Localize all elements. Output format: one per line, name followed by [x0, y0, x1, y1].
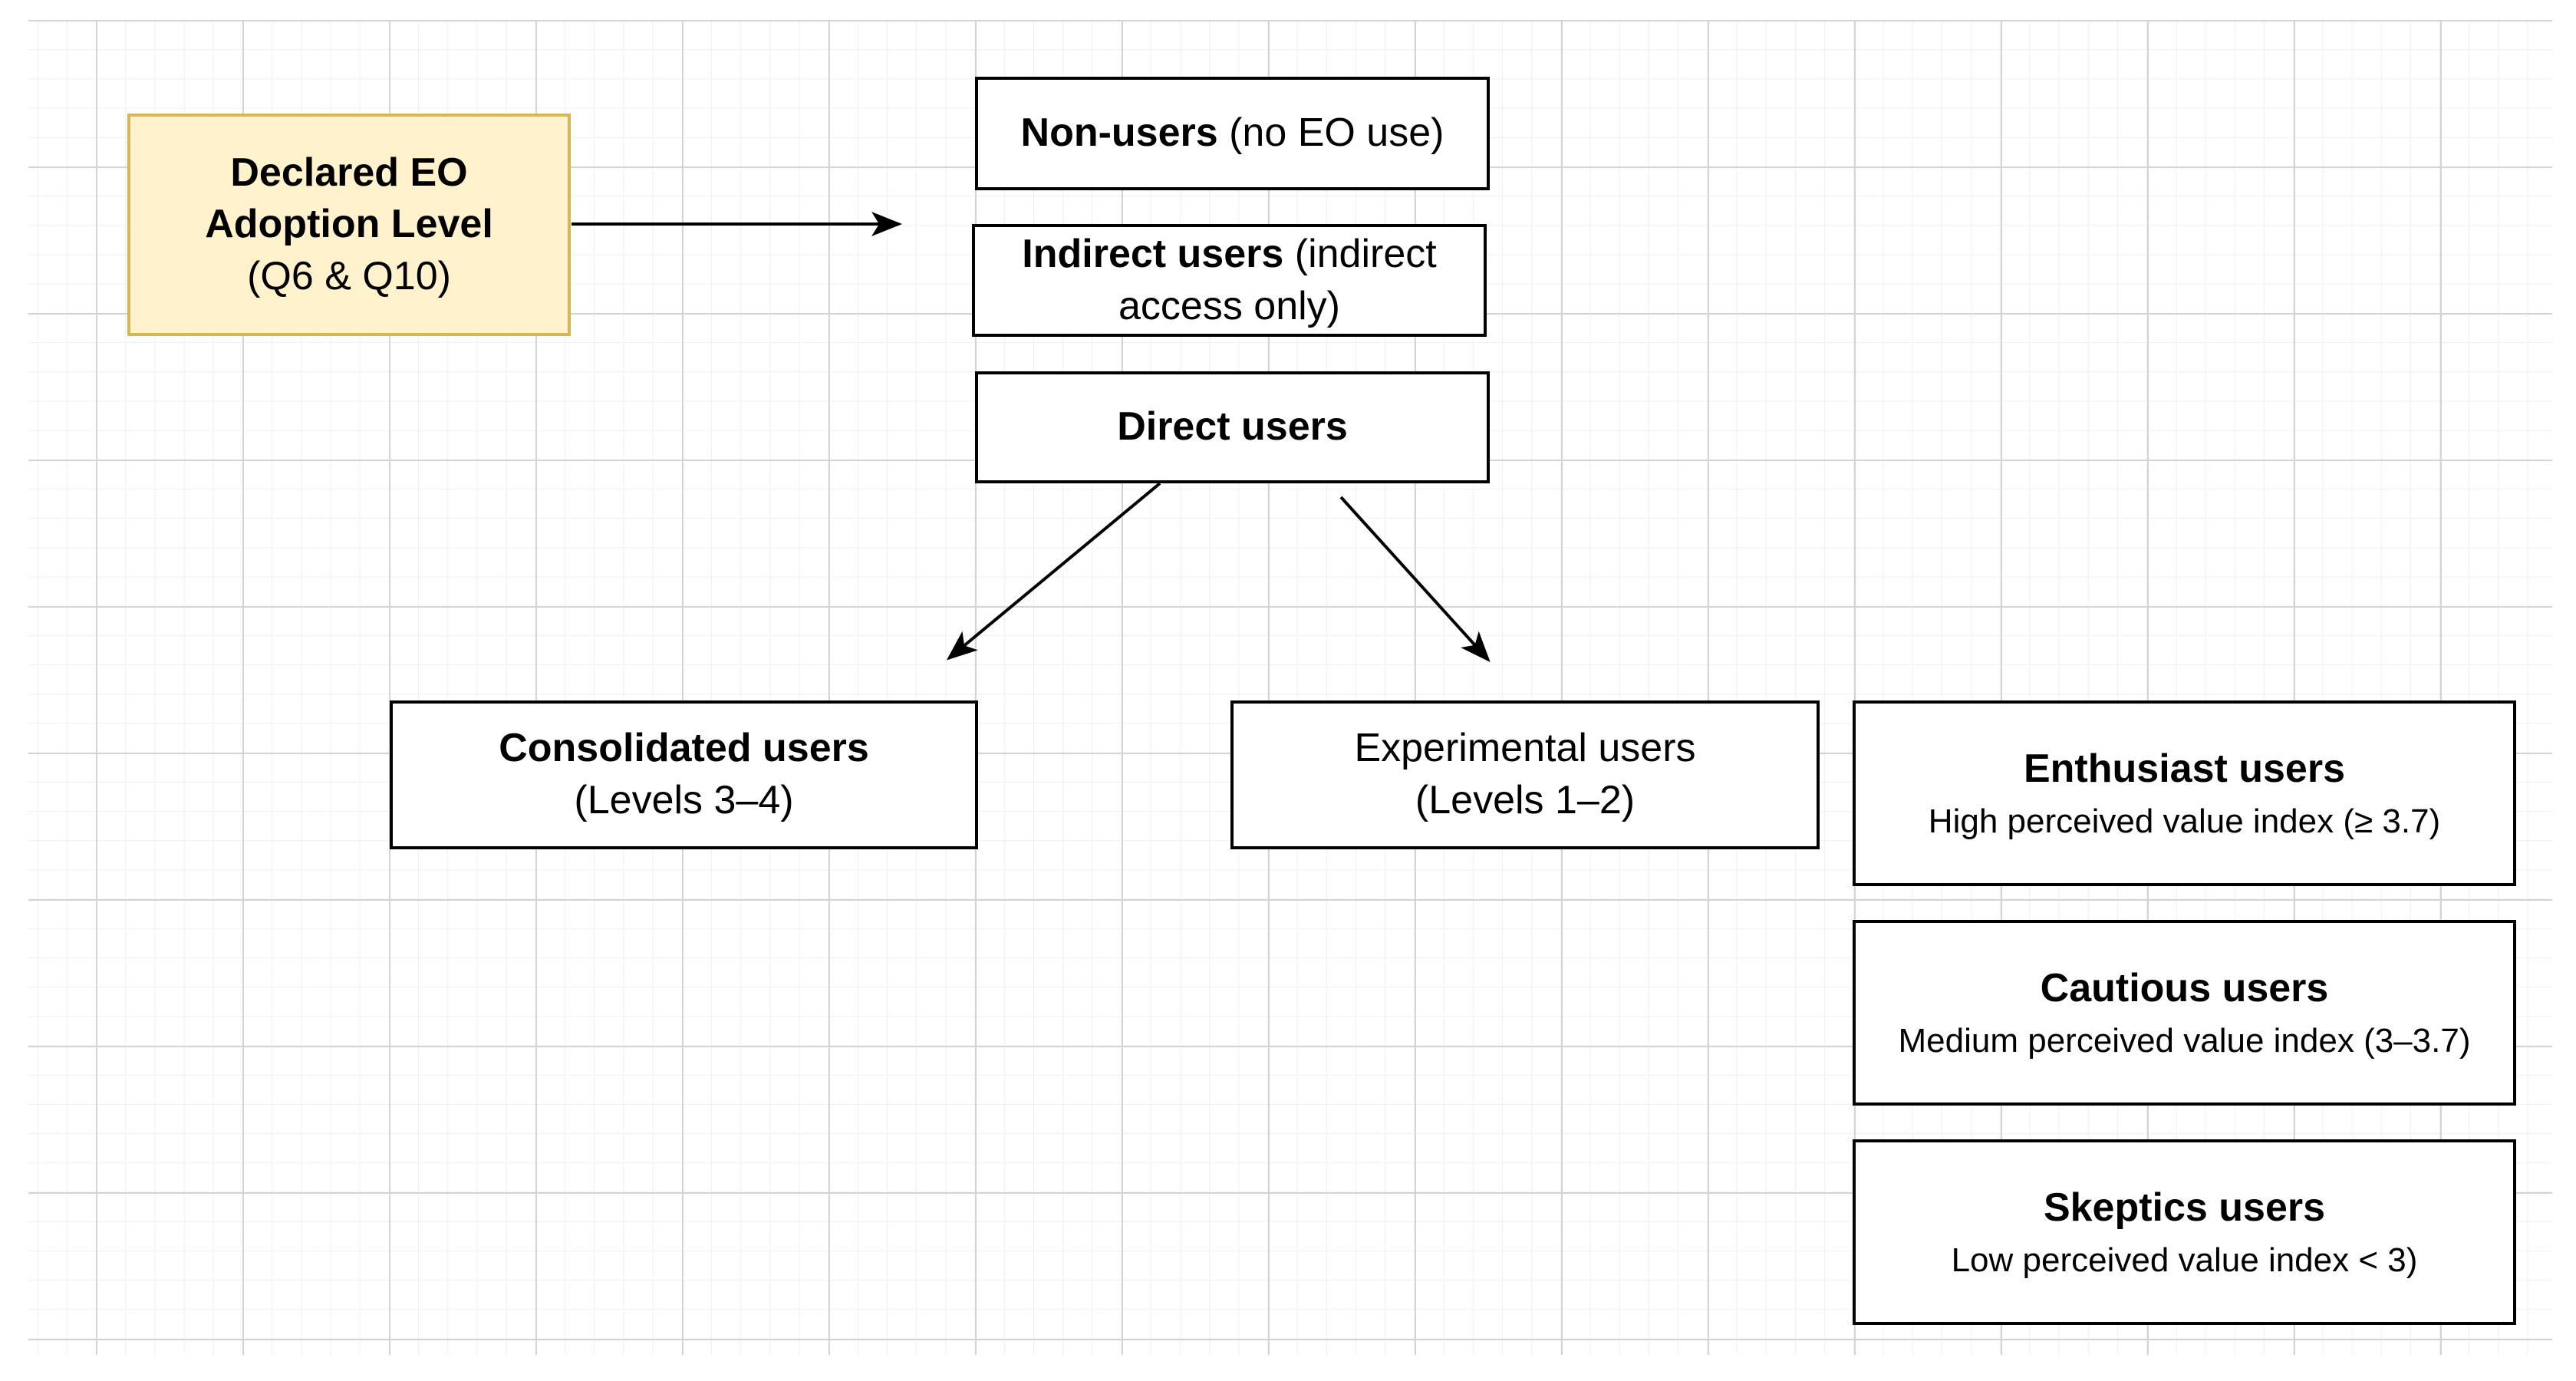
indirect-users-node: Indirect users (indirect access only) — [972, 224, 1487, 337]
consolidated-users-levels: (Levels 3–4) — [574, 778, 794, 822]
indirect-users-note: (indirect — [1283, 231, 1437, 276]
arrow-direct-to-consolidated — [946, 482, 1161, 661]
cautious-users-node: Cautious users Medium perceived value in… — [1853, 920, 2516, 1106]
declared-line-3: (Q6 & Q10) — [247, 253, 451, 298]
non-users-note: (no EO use) — [1217, 110, 1444, 156]
enthusiast-users-index: High perceived value index (≥ 3.7) — [1928, 803, 2441, 841]
direct-users-node: Direct users — [975, 371, 1490, 483]
enthusiast-users-title: Enthusiast users — [2023, 746, 2346, 791]
declared-line-1: Declared EO — [230, 150, 468, 195]
non-users-node: Non-users (no EO use) — [975, 77, 1490, 190]
skeptics-users-title: Skeptics users — [2043, 1185, 2326, 1230]
direct-users-label: Direct users — [1117, 404, 1348, 450]
cautious-users-title: Cautious users — [2040, 965, 2329, 1010]
indirect-users-note-line2: access only) — [1118, 283, 1340, 328]
enthusiast-users-node: Enthusiast users High perceived value in… — [1853, 700, 2516, 886]
experimental-users-levels: (Levels 1–2) — [1415, 778, 1636, 822]
experimental-users-node: Experimental users (Levels 1–2) — [1230, 700, 1820, 849]
consolidated-users-title: Consolidated users — [499, 726, 869, 771]
declared-eo-adoption-node: Declared EO Adoption Level (Q6 & Q10) — [127, 114, 571, 336]
cautious-users-index: Medium perceived value index (3–3.7) — [1898, 1022, 2471, 1060]
indirect-users-label: Indirect users — [1022, 231, 1284, 276]
non-users-label: Non-users — [1020, 110, 1218, 156]
skeptics-users-node: Skeptics users Low perceived value index… — [1853, 1139, 2516, 1325]
experimental-users-title: Experimental users — [1354, 726, 1696, 771]
declared-line-2: Adoption Level — [205, 202, 493, 247]
arrow-direct-to-experimental — [1339, 496, 1491, 662]
consolidated-users-node: Consolidated users (Levels 3–4) — [390, 700, 978, 849]
skeptics-users-index: Low perceived value index < 3) — [1951, 1241, 2418, 1280]
